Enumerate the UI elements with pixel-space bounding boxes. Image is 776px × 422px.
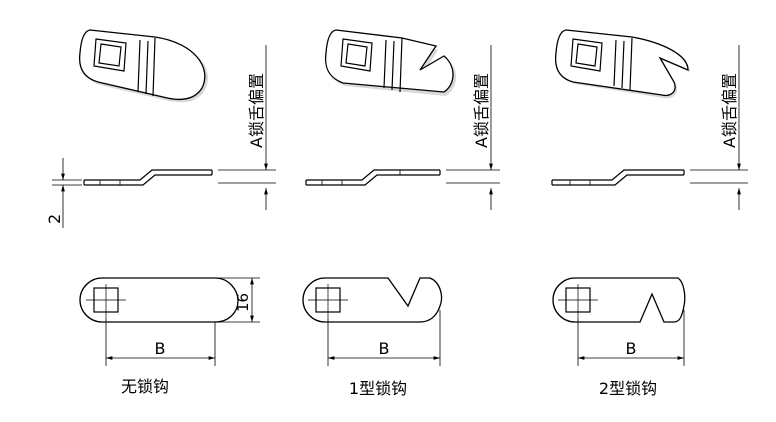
thickness-label: 2 — [45, 214, 64, 224]
length-label-1: B — [155, 339, 166, 358]
dimensions — [52, 45, 748, 366]
width-label: 16 — [234, 293, 252, 312]
top-view-hook-type-1 — [302, 277, 443, 323]
side-view-hook-type-1 — [305, 169, 441, 186]
iso-view-no-hook — [78, 29, 208, 103]
top-view-no-hook — [79, 277, 239, 323]
variant-hook-type-2 — [551, 29, 690, 323]
caption-no-hook: 无锁钩 — [121, 377, 169, 396]
top-view-hook-type-2 — [552, 277, 686, 323]
variant-hook-type-1 — [302, 29, 457, 323]
caption-hook-type-2: 2型锁钩 — [599, 379, 657, 398]
variant-no-hook — [78, 29, 239, 323]
length-label-2: B — [379, 339, 390, 358]
length-label-3: B — [626, 339, 637, 358]
iso-view-hook-type-1 — [324, 29, 457, 96]
iso-view-hook-type-2 — [554, 29, 690, 99]
side-view-no-hook — [83, 169, 213, 186]
offset-label-2: A锁舌偏置 — [472, 73, 491, 148]
caption-hook-type-1: 1型锁钩 — [349, 379, 407, 398]
side-view-hook-type-2 — [551, 169, 685, 186]
offset-label-3: A锁舌偏置 — [720, 73, 739, 148]
offset-label-1: A锁舌偏置 — [247, 73, 266, 148]
